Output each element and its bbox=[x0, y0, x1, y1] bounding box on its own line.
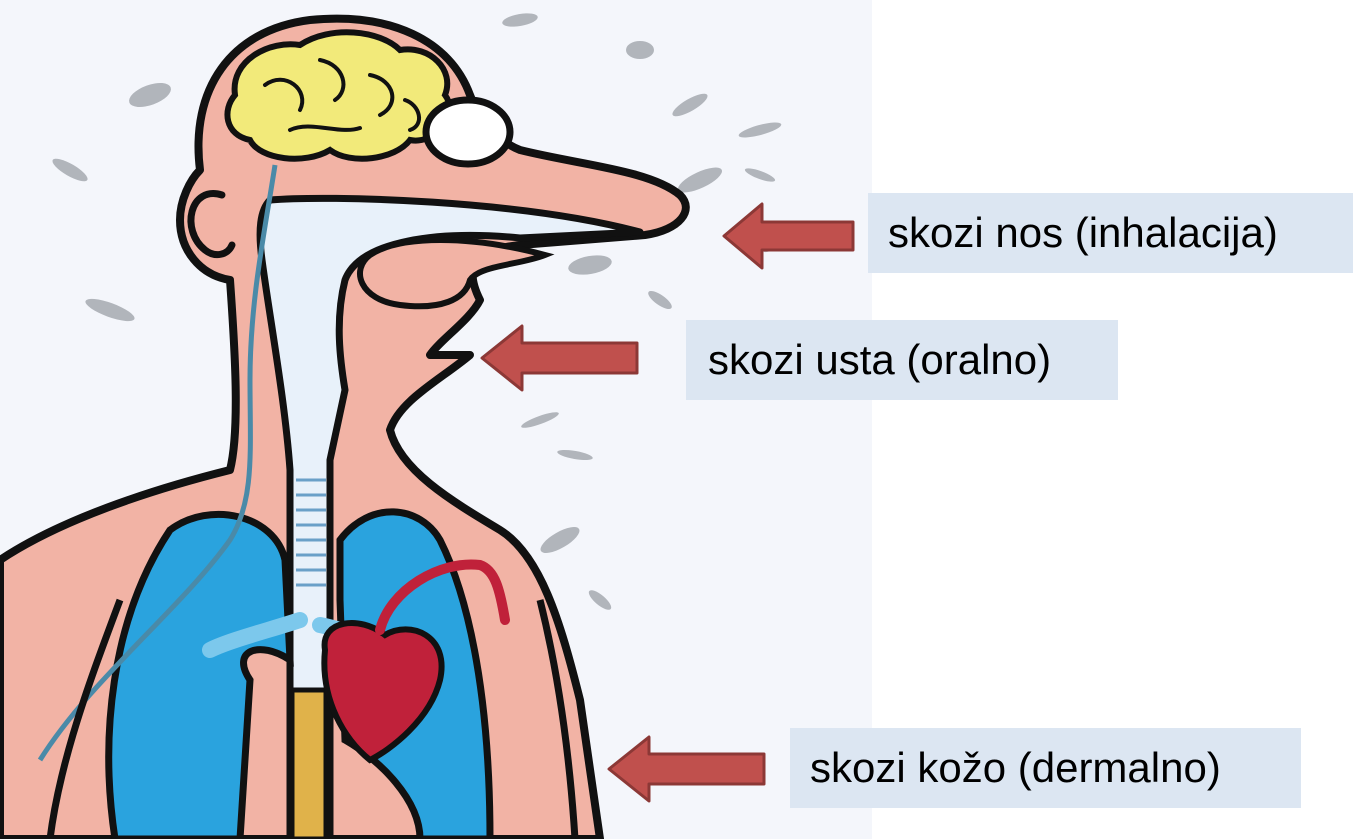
left-arrow-icon bbox=[607, 734, 767, 804]
route-label-nose: skozi nos (inhalacija) bbox=[868, 193, 1353, 273]
route-label-mouth: skozi usta (oralno) bbox=[686, 320, 1118, 400]
left-arrow-icon bbox=[722, 200, 856, 272]
human-body-illustration bbox=[0, 0, 872, 839]
esophagus bbox=[292, 690, 326, 839]
left-arrow-icon bbox=[480, 323, 640, 393]
eye bbox=[426, 100, 510, 164]
route-label-skin: skozi kožo (dermalno) bbox=[790, 728, 1301, 808]
